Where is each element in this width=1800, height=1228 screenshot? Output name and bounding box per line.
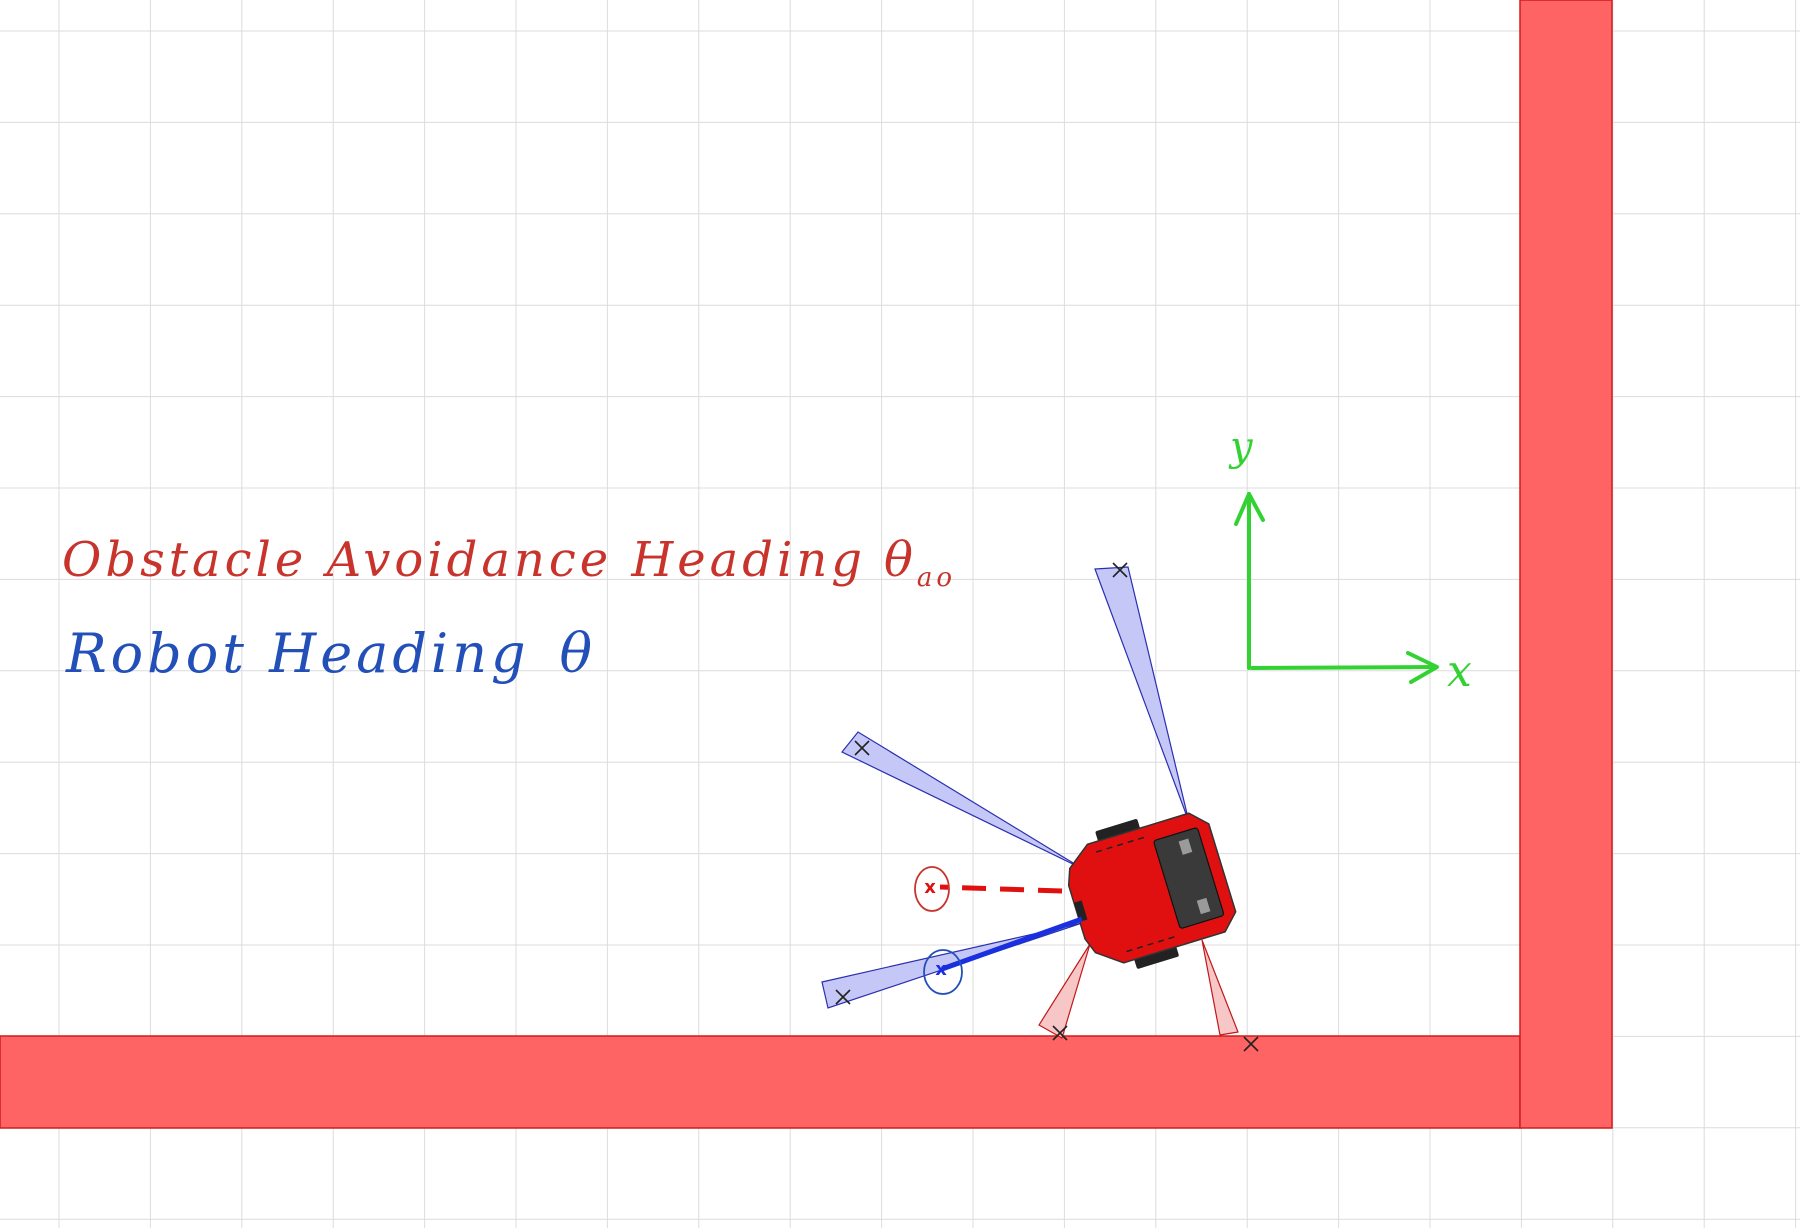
sensor-hit-marker [1243,1036,1259,1052]
robot-heading-marker: x [935,959,947,980]
robot-heading-circle [923,949,963,995]
axis-x-label: x [1447,646,1472,697]
sensor-hit-marker [1052,1025,1068,1041]
coordinate-axes [1234,492,1439,684]
robot-heading-line [941,916,1083,972]
axis-y-label: y [1228,424,1254,470]
sensor-cone-top [1094,566,1190,823]
sensor-cone-bottom-right [1201,939,1239,1036]
sensor-cone-upper-left [841,731,1084,870]
sensor-cone-bottom-left [1038,943,1091,1039]
obstacle-heading-marker: x [924,877,936,898]
obstacle-heading-circle [914,866,950,912]
bottom-wall [0,1035,1521,1129]
robot [1067,812,1237,969]
sensor-hit-marker [1112,562,1128,578]
axis-y-arrowhead [1234,492,1265,526]
sensor-hit-marker [854,740,870,756]
right-wall [1519,0,1613,1129]
sensor-hit-marker [835,989,851,1005]
axis-x-arrowhead [1406,651,1439,684]
obstacle-heading-line [939,884,1063,894]
